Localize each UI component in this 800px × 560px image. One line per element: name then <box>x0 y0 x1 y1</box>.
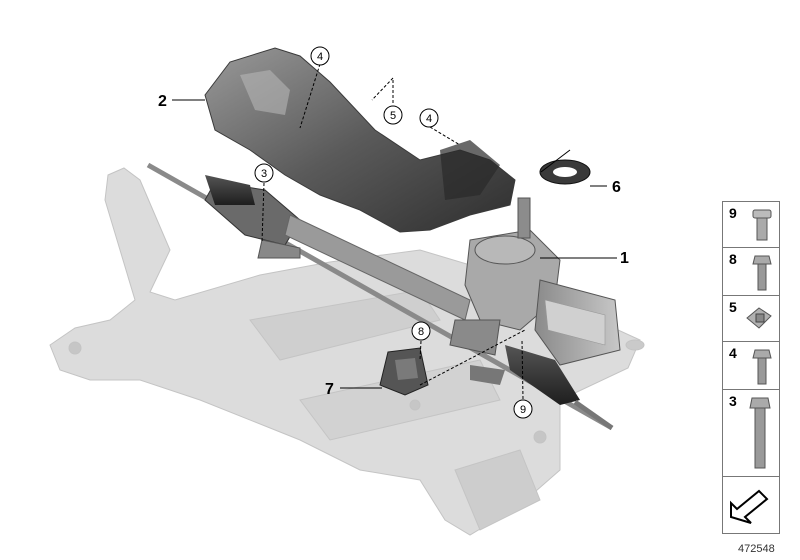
callout-3: 3 <box>254 163 274 183</box>
legend-item-3: 3 <box>722 389 780 477</box>
legend-arrow-box <box>722 476 780 534</box>
leader-lines <box>172 63 617 400</box>
hex-flange-bolt-icon <box>752 255 772 291</box>
legend-number: 3 <box>729 393 737 409</box>
fastener-legend: 9 8 5 4 3 <box>722 201 780 534</box>
svg-text:4: 4 <box>426 113 432 125</box>
sealing-ring <box>539 159 591 185</box>
legend-number: 5 <box>729 299 737 315</box>
legend-item-4: 4 <box>722 341 780 390</box>
legend-number: 4 <box>729 345 737 361</box>
legend-number: 8 <box>729 251 737 267</box>
callout-2: 2 <box>158 93 167 110</box>
callout-4-right: 4 <box>419 108 439 128</box>
svg-text:8: 8 <box>418 326 424 338</box>
legend-item-5: 5 <box>722 295 780 342</box>
svg-text:4: 4 <box>317 51 323 63</box>
front-axle-subframe <box>49 167 645 536</box>
hex-bolt-icon <box>752 349 772 385</box>
legend-number: 9 <box>729 205 737 221</box>
direction-arrow-icon <box>730 489 769 524</box>
long-hex-bolt-icon <box>749 397 771 469</box>
callout-8: 8 <box>411 321 431 341</box>
callout-5: 5 <box>383 105 403 125</box>
svg-text:5: 5 <box>390 110 396 122</box>
legend-item-8: 8 <box>722 247 780 296</box>
callout-1: 1 <box>620 250 629 267</box>
steering-gear <box>146 162 621 431</box>
bracket <box>379 347 429 396</box>
rivet-nut-icon <box>752 209 772 241</box>
callout-4-top: 4 <box>310 46 330 66</box>
callout-9: 9 <box>513 399 533 419</box>
image-reference-number: 472548 <box>738 543 775 555</box>
clip-nut-icon <box>746 307 772 329</box>
svg-text:3: 3 <box>261 168 267 180</box>
svg-text:9: 9 <box>520 404 526 416</box>
heat-shield <box>204 47 516 233</box>
legend-item-9: 9 <box>722 201 780 248</box>
callout-6: 6 <box>612 179 621 196</box>
callout-7: 7 <box>325 381 334 398</box>
